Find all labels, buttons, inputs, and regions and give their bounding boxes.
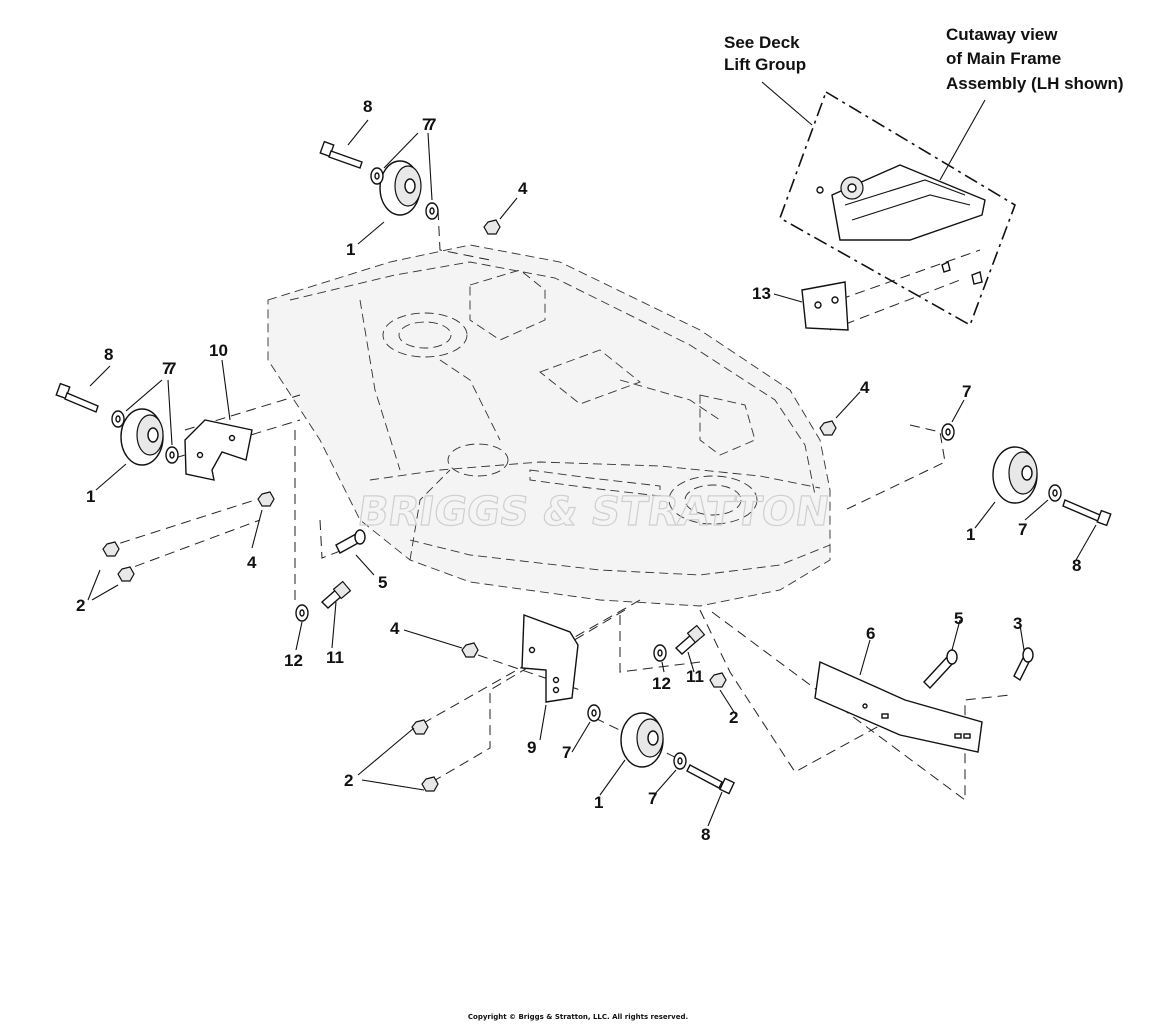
- label-part-4: 4: [247, 553, 257, 572]
- bracket-9-hole: [528, 646, 536, 654]
- label-part-9: 9: [527, 738, 536, 757]
- label-part-7: 7: [162, 359, 171, 378]
- bolt-8-right: [1062, 499, 1112, 527]
- label-part-13: 13: [752, 284, 771, 303]
- label-part-12: 12: [652, 674, 671, 693]
- label-part-7: 7: [167, 359, 176, 378]
- label-part-2: 2: [729, 708, 738, 727]
- watermark-text: BRIGGS & STRATTON: [355, 489, 832, 535]
- bracket-13-hole: [814, 301, 822, 309]
- bracket-9-hole: [552, 676, 560, 684]
- label-part-11: 11: [326, 648, 344, 667]
- label-part-7: 7: [962, 382, 971, 401]
- skid-slot: [954, 733, 962, 739]
- label-part-2: 2: [76, 596, 85, 615]
- label-part-7: 7: [422, 115, 431, 134]
- label-part-3: 3: [1013, 614, 1022, 633]
- bolt-8-bottom: [686, 764, 735, 795]
- label-part-12: 12: [284, 651, 303, 670]
- label-part-7: 7: [562, 743, 571, 762]
- bracket-9-hole: [552, 686, 560, 694]
- label-part-10: 10: [209, 341, 228, 360]
- skid-hole: [862, 703, 868, 709]
- bracket-13: [801, 281, 849, 331]
- bracket-10-hole: [196, 451, 204, 459]
- label-part-7: 7: [427, 115, 436, 134]
- bracket-13-hole: [831, 296, 839, 304]
- label-part-1: 1: [966, 525, 975, 544]
- washers: [111, 167, 1062, 770]
- label-part-11: 11: [686, 667, 704, 686]
- callout-deck-lift-line-1: See Deck: [724, 33, 800, 52]
- bracket-10: [184, 419, 253, 481]
- label-part-7: 7: [648, 789, 657, 808]
- bracket-9: [521, 614, 579, 703]
- label-part-7: 7: [1018, 520, 1027, 539]
- label-part-2: 2: [344, 771, 353, 790]
- label-part-8: 8: [104, 345, 113, 364]
- callout-cutaway: Cutaway view of Main Frame Assembly (LH …: [946, 25, 1124, 93]
- label-part-5: 5: [378, 573, 387, 592]
- nuts: [102, 219, 837, 792]
- label-part-4: 4: [390, 619, 400, 638]
- wheel-right: [992, 446, 1038, 504]
- bracket-10-hole: [228, 434, 236, 442]
- carriage-bolts: [320, 529, 1034, 690]
- skid-slot: [881, 713, 889, 719]
- bolt-8-top: [319, 140, 363, 169]
- skid-slot: [963, 733, 971, 739]
- copyright-notice: Copyright © Briggs & Stratton, LLC. All …: [468, 1013, 688, 1021]
- bolt-8-left: [55, 382, 99, 413]
- callout-deck-lift-group: See Deck Lift Group: [724, 33, 806, 74]
- leader-lines: [87, 81, 1097, 827]
- label-part-4: 4: [860, 378, 870, 397]
- skid-bar-6: [814, 660, 983, 753]
- label-part-6: 6: [866, 624, 875, 643]
- mower-deck: BRIGGS & STRATTON: [267, 244, 833, 607]
- part-labels: 8 7 4 1 8 7 10 1 4 2 4 7 1 7 8 5 12 11 4…: [76, 97, 1081, 844]
- label-part-1: 1: [86, 487, 95, 506]
- label-part-1: 1: [346, 240, 355, 259]
- label-part-5: 5: [954, 609, 963, 628]
- cutaway-box: [779, 90, 1016, 327]
- label-part-4: 4: [518, 179, 528, 198]
- wheel-bottom: [620, 712, 664, 768]
- label-part-1: 1: [594, 793, 603, 812]
- wheel-top: [379, 160, 422, 216]
- callout-deck-lift-line-2: Lift Group: [724, 55, 806, 74]
- callout-cutaway-line-1: Cutaway view: [946, 25, 1058, 44]
- label-part-8: 8: [363, 97, 372, 116]
- label-part-8: 8: [701, 825, 710, 844]
- wheel-left: [120, 408, 164, 466]
- callout-cutaway-line-2: of Main Frame: [946, 49, 1061, 68]
- callout-cutaway-line-3: Assembly (LH shown): [946, 74, 1124, 93]
- label-part-8: 8: [1072, 556, 1081, 575]
